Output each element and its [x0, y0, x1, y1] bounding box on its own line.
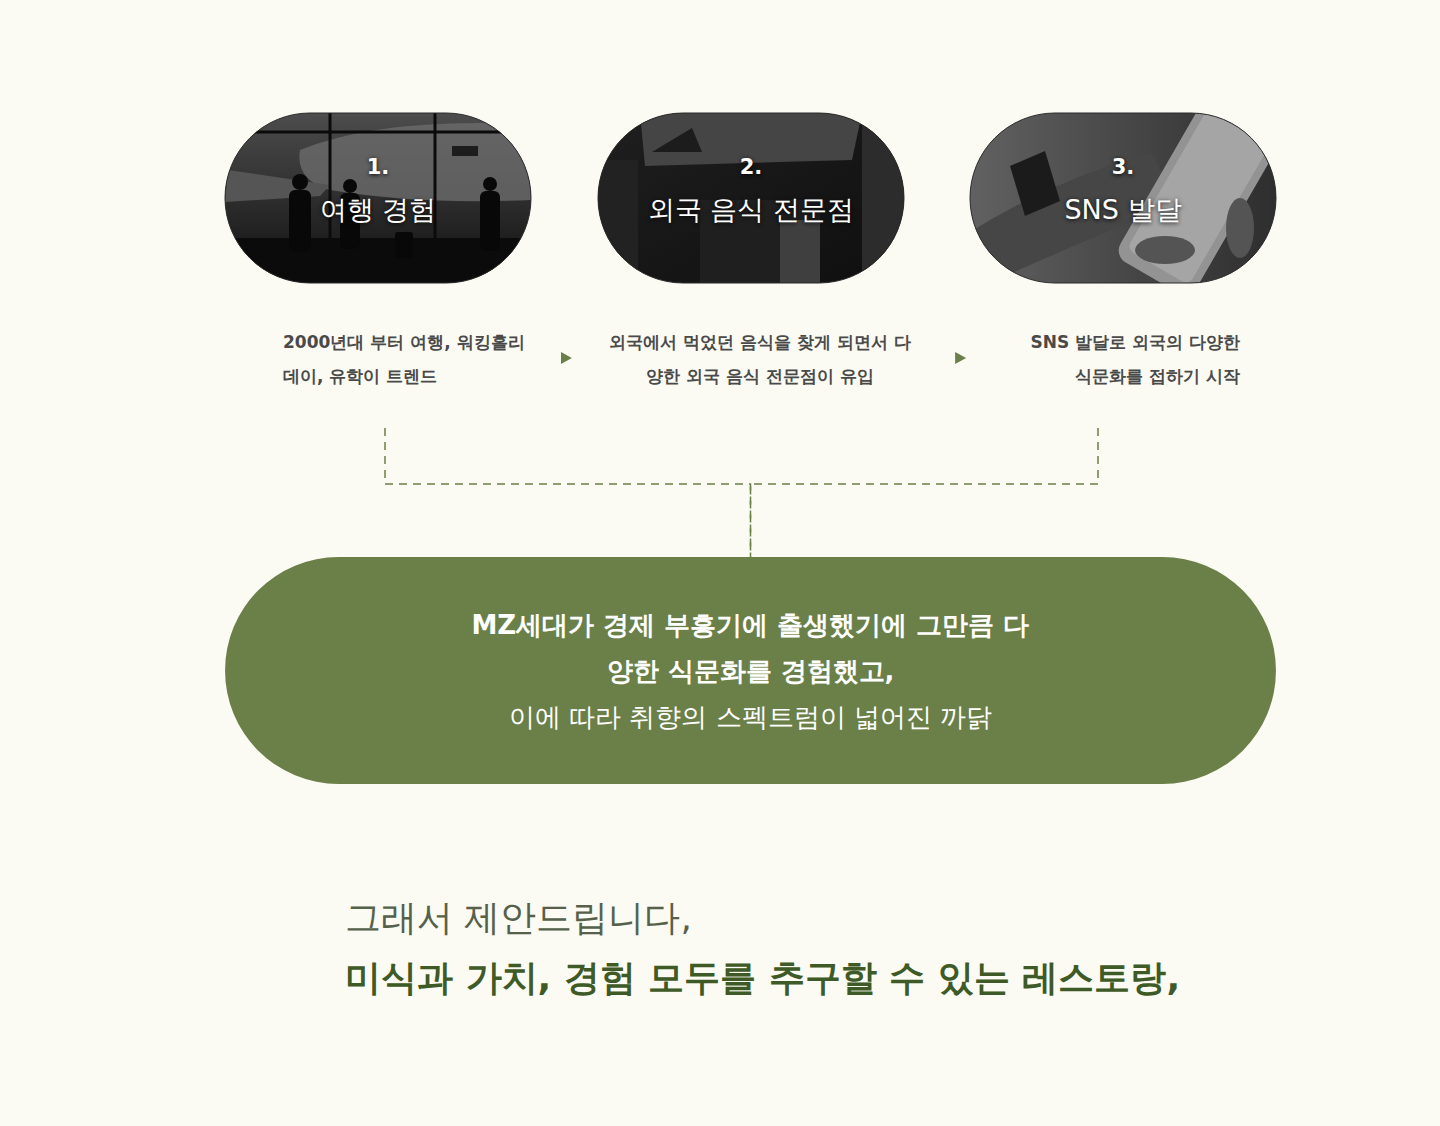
travel-photo: [225, 113, 531, 283]
step-title: 외국 음식 전문점: [598, 192, 904, 228]
step-description: 외국에서 먹었던 음식을 찾게 되면서 다양한 외국 음식 전문점이 유입: [608, 325, 912, 393]
proposal-text: 그래서 제안드립니다,: [345, 893, 692, 943]
step-pill: 3. SNS 발달 SNS 발달로 외국의 다양한 식문화를 접하기 시작: [970, 113, 1276, 428]
pill-shape: [225, 113, 531, 283]
summary-pill: MZ세대가 경제 부흥기에 출생했기에 그만큼 다양한 식문화를 경험했고,이에…: [225, 557, 1276, 784]
pill-shape: [970, 113, 1276, 283]
step-title: 여행 경험: [225, 192, 531, 228]
summary-text: 이에 따라 취향의 스펙트럼이 넓어진 까닭: [351, 694, 1151, 740]
step-pill: 1. 여행 경험 2000년대 부터 여행, 워킹홀리데이, 유학이 트렌드: [225, 113, 531, 428]
step-pill: 2. 외국 음식 전문점외국에서 먹었던 음식을 찾게 되면서 다양한 외국 음식…: [598, 113, 918, 428]
restaurant-photo: [598, 113, 904, 283]
proposal-text: 미식과 가치, 경험 모두를 추구할 수 있는 레스토랑,: [345, 953, 1180, 1003]
step-description: 2000년대 부터 여행, 워킹홀리데이, 유학이 트렌드: [283, 325, 533, 393]
pill-shape: [598, 113, 904, 283]
pill-shape: [225, 557, 1276, 784]
step-description: SNS 발달로 외국의 다양한 식문화를 접하기 시작: [1015, 325, 1240, 393]
dashed-connector: [751, 428, 1099, 557]
dashed-connector: [385, 428, 751, 557]
summary-text: MZ세대가 경제 부흥기에 출생했기에 그만큼 다양한 식문화를 경험했고,: [471, 602, 1031, 694]
flow-arrow: [918, 357, 970, 359]
step-number: 3.: [970, 153, 1276, 181]
step-number: 1.: [225, 153, 531, 181]
flow-arrow: [531, 357, 598, 359]
step-number: 2.: [598, 153, 904, 181]
phone-photo: [970, 91, 1285, 300]
step-title: SNS 발달: [970, 192, 1276, 228]
